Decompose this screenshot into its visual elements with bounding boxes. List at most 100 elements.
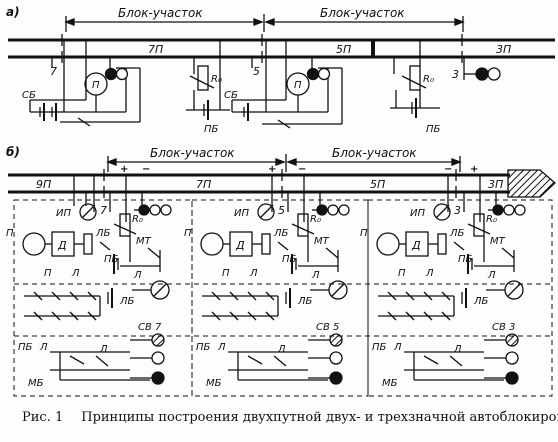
contact-b-2	[423, 311, 433, 321]
meter-ip	[433, 203, 451, 221]
bottom-lamp-0	[329, 333, 343, 347]
contact-b-3	[87, 311, 97, 321]
lb-contact	[99, 241, 111, 251]
part-b-rails	[8, 169, 510, 198]
resistor-arrow	[291, 223, 315, 235]
part-a-relay-label: П	[92, 80, 100, 91]
part-a-section-1	[29, 40, 141, 127]
lb-label-top: ЛБ	[273, 228, 289, 239]
relay-p	[200, 232, 224, 256]
part-b-polarity-plus-3: +	[470, 164, 478, 175]
meter-ip-label: ИП	[410, 208, 425, 219]
meter-needle	[81, 204, 96, 219]
part-b-polarity-plus-1: +	[120, 164, 128, 175]
part-a-signal-7-lamp-green	[115, 67, 129, 81]
bottom-lamp-1	[329, 351, 343, 365]
meter-needle	[259, 204, 274, 219]
meter-needle	[435, 204, 450, 219]
relay-p	[22, 232, 46, 256]
contact-3	[265, 291, 275, 301]
mt-contact	[147, 247, 161, 259]
part-a-sb-label-2: СБ	[224, 90, 238, 101]
mt-contact	[501, 247, 515, 259]
contact-l-label: Л	[71, 268, 80, 279]
pb-label: ПБ	[458, 254, 473, 265]
part-b-track-7p: 7П	[196, 178, 211, 191]
bottom-lamp-0	[505, 333, 519, 347]
bottom-lamp-1	[151, 351, 165, 365]
l-label-mb: Л	[99, 344, 108, 355]
mt-contact	[325, 247, 339, 259]
contact-b-3	[441, 311, 451, 321]
contact-0	[387, 291, 397, 301]
contact-l-label: Л	[249, 268, 258, 279]
contact-1	[51, 291, 61, 301]
part-a-signal-5-lamp-red	[306, 67, 320, 81]
mb-contact-2	[95, 355, 109, 367]
decoder-relay	[261, 233, 271, 255]
relay-l-label: Л	[133, 270, 142, 281]
contact-b-2	[69, 311, 79, 321]
lamp-1	[138, 204, 150, 216]
part-a-relay-label-2: П	[294, 80, 302, 91]
contact-b-1	[51, 311, 61, 321]
part-b-track-3p: 3П	[488, 178, 503, 191]
lb-label-top: ЛБ	[95, 228, 111, 239]
lb-contact	[453, 241, 465, 251]
part-a-track-5p: 5П	[336, 43, 351, 56]
resistor-arrow	[467, 223, 491, 235]
pb-label-bottom: ПБ	[196, 342, 211, 353]
bottom-lamp-2	[505, 371, 519, 385]
decoder-d-label: Д	[411, 239, 421, 252]
part-a-signal-7-lamp-red	[104, 67, 118, 81]
signal-name: СВ 5	[316, 322, 339, 333]
contact-p-label: П	[398, 268, 406, 279]
mb-contact-2	[273, 355, 287, 367]
l-label-mb: Л	[277, 344, 286, 355]
signal-number: 7	[100, 204, 107, 217]
pb-label: ПБ	[104, 254, 119, 265]
part-b-polarity-plus-2: +	[268, 164, 276, 175]
part-b-polarity-minus-3: −	[444, 164, 452, 175]
contact-1	[229, 291, 239, 301]
l-label-mb: Л	[453, 344, 462, 355]
relay-l-needle	[153, 283, 167, 297]
relay-l-label: Л	[487, 270, 496, 281]
r0-label: R₀	[310, 214, 321, 225]
relay-l-label: Л	[311, 270, 320, 281]
resistor-r0	[297, 213, 309, 237]
contact-b-0	[387, 311, 397, 321]
contact-b-0	[33, 311, 43, 321]
contact-3	[87, 291, 97, 301]
contact-b-3	[265, 311, 275, 321]
lamp-3	[514, 204, 526, 216]
part-a-sb-label: СБ	[22, 90, 36, 101]
decoder-relay	[83, 233, 93, 255]
pb-label-bottom: ПБ	[18, 342, 33, 353]
l-label-bottom: Л	[217, 342, 226, 353]
contact-2	[69, 291, 79, 301]
part-a-signal-5-number: 5	[253, 65, 260, 78]
resistor-arrow	[113, 223, 137, 235]
meter-ip-label: ИП	[234, 208, 249, 219]
part-a-section-3-feed	[390, 40, 440, 118]
part-b-track-9p: 9П	[36, 178, 51, 191]
mb-contact-1	[247, 355, 263, 365]
part-a-r0-label-2: R₀	[423, 74, 434, 85]
bottom-lamp-0	[151, 333, 165, 347]
lb-label: ЛБ	[473, 296, 489, 307]
signal-number: 3	[454, 204, 461, 217]
figure-caption-text: Принципы построения двухпутной двух- и т…	[81, 410, 558, 425]
lamp-1	[492, 204, 504, 216]
resistor-r0	[473, 213, 485, 237]
part-a-pb-label-2: ПБ	[426, 124, 441, 135]
mb-label: МБ	[382, 378, 398, 389]
contact-2	[247, 291, 257, 301]
bottom-lamp-2	[329, 371, 343, 385]
lb-contact	[277, 241, 289, 251]
contact-1	[405, 291, 415, 301]
